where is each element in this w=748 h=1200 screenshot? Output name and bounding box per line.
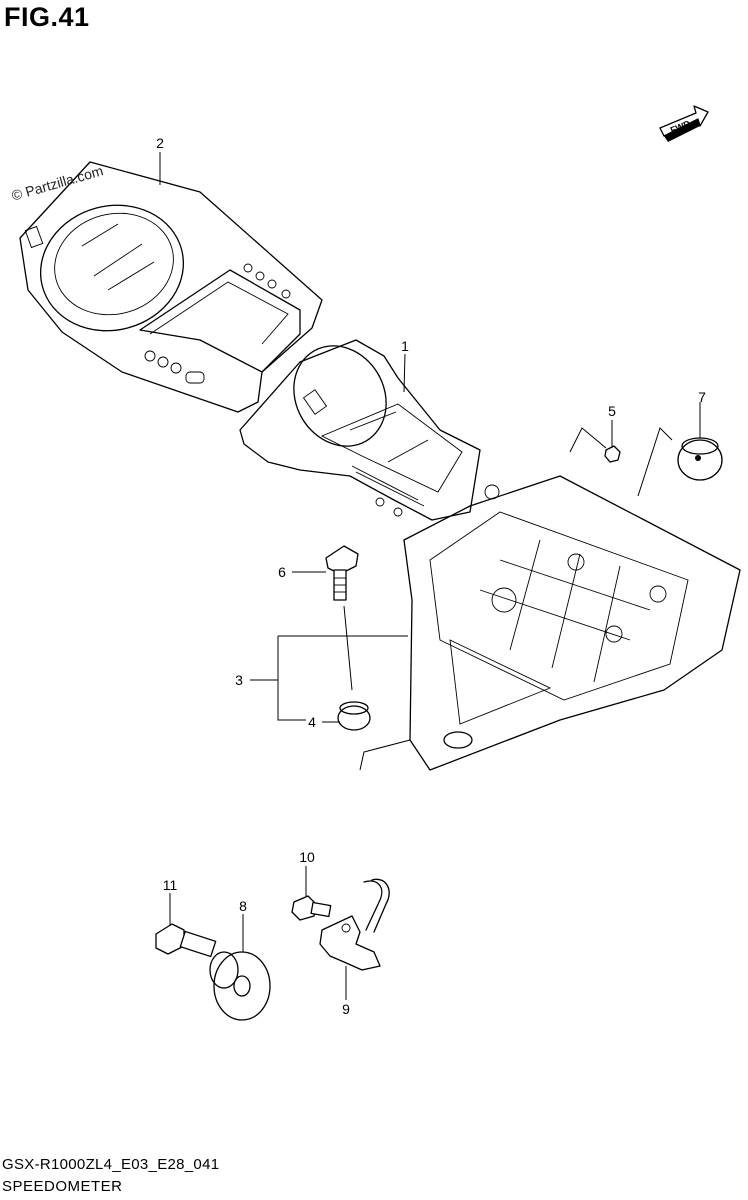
model-code: GSX-R1000ZL4_E03_E28_041 (2, 1156, 220, 1173)
bolt-10 (291, 895, 332, 921)
cushion-4 (337, 701, 371, 731)
callout-7: 7 (698, 389, 706, 405)
meter-case (403, 475, 741, 771)
figure-title: FIG.41 (4, 2, 90, 32)
callout-5: 5 (608, 403, 616, 419)
screw (325, 545, 359, 601)
callout-4: 4 (308, 714, 316, 730)
speed-sensor (319, 878, 390, 971)
rotor (209, 951, 271, 1021)
callout-1: 1 (401, 338, 409, 354)
leader-lines (159, 152, 701, 1000)
figure-name: SPEEDOMETER (2, 1178, 123, 1195)
nut (604, 445, 621, 463)
bolt-11 (155, 923, 217, 958)
callout-11: 11 (162, 877, 178, 893)
fwd-arrow-icon: FWD (659, 105, 709, 142)
callout-3: 3 (235, 672, 243, 688)
meter-assembly (239, 339, 500, 521)
callout-8: 8 (239, 898, 247, 914)
callout-10: 10 (299, 849, 315, 865)
meter-cover (19, 161, 323, 413)
callout-9: 9 (342, 1001, 350, 1017)
cushion-7 (677, 437, 723, 481)
callout-6: 6 (278, 564, 286, 580)
callout-2: 2 (156, 135, 164, 151)
